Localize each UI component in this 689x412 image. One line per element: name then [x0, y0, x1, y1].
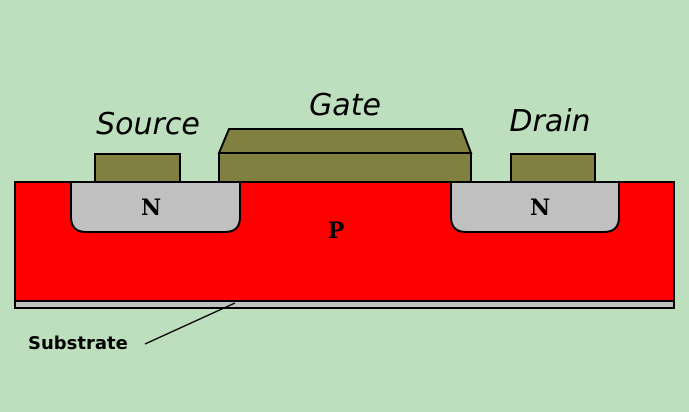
source-contact	[94, 153, 181, 183]
source-n-label: N	[141, 195, 161, 221]
gate-top	[217, 128, 473, 154]
gate-label: Gate	[309, 88, 381, 123]
drain-n-label: N	[530, 195, 550, 221]
drain-label: Drain	[509, 104, 590, 139]
drain-n-region	[450, 181, 620, 233]
source-label: Source	[96, 107, 200, 142]
drain-contact	[510, 153, 596, 183]
substrate-label: Substrate	[28, 333, 128, 354]
substrate-layer	[14, 300, 675, 309]
source-n-region	[70, 181, 241, 233]
gate-base	[218, 152, 472, 183]
substrate-leader-line	[144, 302, 236, 345]
p-body-label: P	[328, 218, 345, 244]
